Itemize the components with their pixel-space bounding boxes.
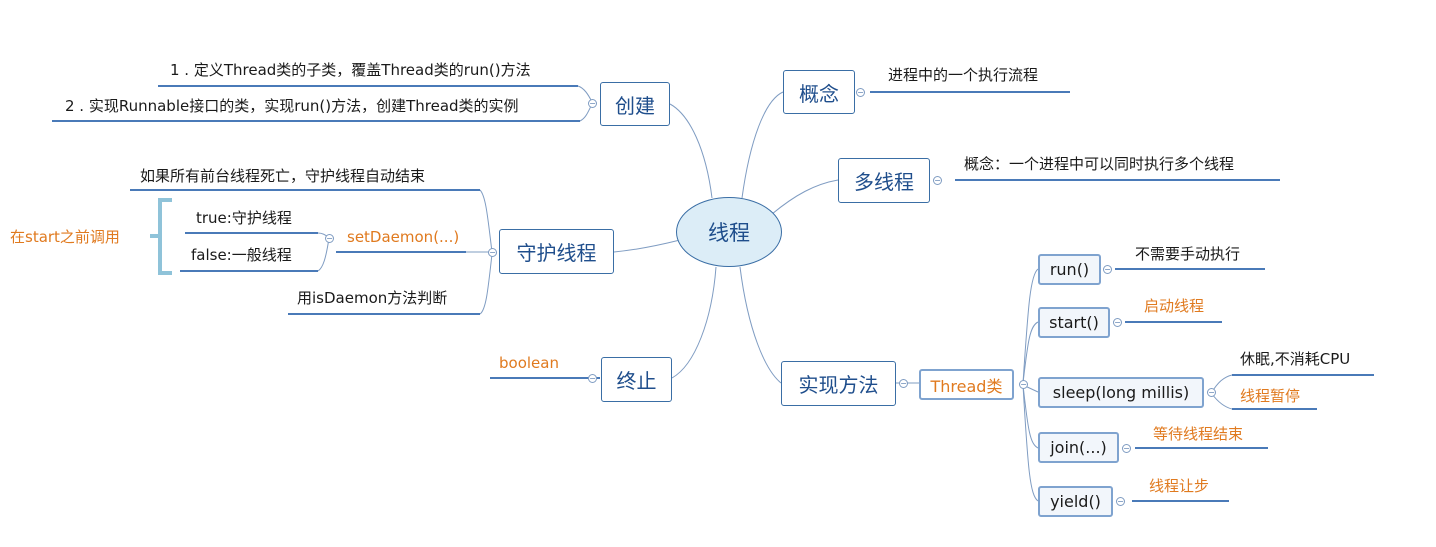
collapse-toggle-daemon[interactable]: − (488, 248, 497, 257)
create-item-1[interactable]: 1 . 定义Thread类的子类，覆盖Thread类的run()方法 (170, 61, 531, 79)
collapse-toggle-start[interactable]: − (1113, 318, 1122, 327)
collapse-toggle-run[interactable]: − (1103, 265, 1112, 274)
topic-concept[interactable]: 概念 (783, 70, 855, 114)
create-item-2[interactable]: 2 . 实现Runnable接口的类，实现run()方法，创建Thread类的实… (65, 97, 519, 115)
daemon-false-item[interactable]: false:一般线程 (191, 246, 292, 264)
method-run-label: run() (1049, 260, 1090, 279)
link-thread-join (1022, 384, 1039, 449)
collapse-toggle-implement[interactable]: − (899, 379, 908, 388)
link-center-daemon (613, 239, 681, 253)
daemon-note: 在start之前调用 (10, 228, 120, 246)
thread-class-label: Thread类 (930, 376, 1003, 396)
method-sleep-label: sleep(long millis) (1052, 383, 1190, 402)
topic-daemon-label: 守护线程 (516, 241, 597, 265)
topic-create[interactable]: 创建 (600, 82, 670, 126)
collapse-toggle-setdaemon[interactable]: − (325, 234, 334, 243)
daemon-setdaemon[interactable]: setDaemon(...) (347, 228, 460, 246)
topic-concept-label: 概念 (799, 81, 839, 106)
topic-implement-label: 实现方法 (798, 373, 879, 397)
join-note[interactable]: 等待线程结束 (1153, 425, 1244, 443)
daemon-isdaemon[interactable]: 用isDaemon方法判断 (297, 289, 448, 307)
method-run[interactable]: run() (1038, 254, 1101, 285)
terminate-item[interactable]: boolean (499, 354, 559, 372)
link-center-terminate (671, 266, 717, 379)
topic-terminate-label: 终止 (616, 369, 657, 393)
collapse-toggle-thread-class[interactable]: − (1019, 380, 1028, 389)
thread-class-node[interactable]: Thread类 (919, 369, 1014, 400)
topic-multithread-label: 多线程 (854, 170, 914, 194)
daemon-true-item[interactable]: true:守护线程 (196, 209, 292, 227)
multithread-item[interactable]: 概念：一个进程中可以同时执行多个线程 (964, 155, 1235, 173)
collapse-toggle-join[interactable]: − (1122, 444, 1131, 453)
collapse-toggle-multithread[interactable]: − (933, 176, 942, 185)
collapse-toggle-create[interactable]: − (588, 99, 597, 108)
collapse-toggle-yield[interactable]: − (1116, 497, 1125, 506)
link-daemon-isdaemon (479, 253, 493, 315)
topic-create-label: 创建 (615, 93, 655, 118)
method-yield[interactable]: yield() (1038, 486, 1113, 517)
link-thread-start (1022, 321, 1039, 384)
link-center-multithread (771, 179, 839, 215)
topic-terminate[interactable]: 终止 (601, 357, 672, 402)
central-topic-label: 线程 (708, 221, 750, 245)
method-join-label: join(...) (1050, 438, 1107, 457)
method-join[interactable]: join(...) (1038, 432, 1119, 463)
run-note[interactable]: 不需要手动执行 (1135, 245, 1241, 263)
topic-daemon[interactable]: 守护线程 (499, 229, 614, 274)
method-start-label: start() (1049, 313, 1099, 332)
sleep-note-2[interactable]: 线程暂停 (1240, 387, 1301, 405)
method-start[interactable]: start() (1038, 307, 1110, 338)
method-yield-label: yield() (1050, 492, 1101, 511)
collapse-toggle-terminate[interactable]: − (588, 374, 597, 383)
link-center-create (669, 103, 713, 199)
link-daemon-autoend (479, 189, 493, 253)
link-center-concept (741, 91, 784, 199)
sleep-note-1[interactable]: 休眠,不消耗CPU (1240, 350, 1351, 368)
central-topic-thread[interactable]: 线程 (676, 197, 782, 267)
method-sleep[interactable]: sleep(long millis) (1038, 377, 1204, 408)
link-thread-yield (1022, 384, 1039, 502)
link-thread-run (1022, 268, 1039, 384)
topic-implement[interactable]: 实现方法 (781, 361, 896, 406)
yield-note[interactable]: 线程让步 (1149, 477, 1210, 495)
collapse-toggle-sleep[interactable]: − (1207, 388, 1216, 397)
link-sleep-note2 (1211, 393, 1233, 410)
concept-item[interactable]: 进程中的一个执行流程 (888, 66, 1039, 84)
link-center-implement (739, 266, 782, 384)
topic-multithread[interactable]: 多线程 (838, 158, 930, 203)
note-bracket (150, 198, 172, 275)
daemon-auto-end[interactable]: 如果所有前台线程死亡，守护线程自动结束 (140, 167, 426, 185)
start-note[interactable]: 启动线程 (1144, 297, 1205, 315)
collapse-toggle-concept[interactable]: − (856, 88, 865, 97)
